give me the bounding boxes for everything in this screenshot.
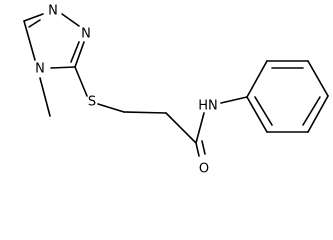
atom-label-n1: N [48,4,58,19]
molecule-structure: N N N S HN O [23,4,329,177]
atom-label-amide-nh: HN [198,99,218,114]
bond-c3-n4 [50,66,76,69]
atom-label-carbonyl-o: O [199,162,209,177]
atom-label-n2: N [81,27,91,42]
bond-c5-n1-inner [28,19,41,28]
bond-n4-c5 [23,20,36,61]
bond-ph-inner-2 [302,96,321,126]
bond-ph-4 [307,95,329,133]
bond-c5-n1 [23,13,44,22]
bond-ch2a-ch2b [123,111,167,114]
bond-carbonyl-o-2 [201,140,206,155]
bond-s-ch2a [97,103,125,113]
triazole-ring [23,13,85,69]
bond-ph-6 [246,96,268,133]
structure-canvas: N N N S HN O [23,4,329,177]
bond-ph-1 [246,60,268,98]
bond-nh-phenyl [220,96,248,104]
atom-label-sulfur: S [88,95,96,110]
bond-ph-inner-3 [254,96,273,126]
bond-n2-c3-outer [74,41,85,68]
bond-n1-n2 [61,13,80,27]
atom-label-n4: N [35,62,45,77]
bond-n4-methyl [39,77,51,117]
bond-ph-3 [307,60,329,97]
bond-n2-c3-inner [70,41,80,63]
bond-c3-s [74,66,88,97]
bond-ch2b-carbonyl [165,112,197,144]
phenyl-ring [246,60,329,133]
bond-carbonyl-o-1 [195,142,200,157]
bond-carbonyl-nh [195,112,205,144]
